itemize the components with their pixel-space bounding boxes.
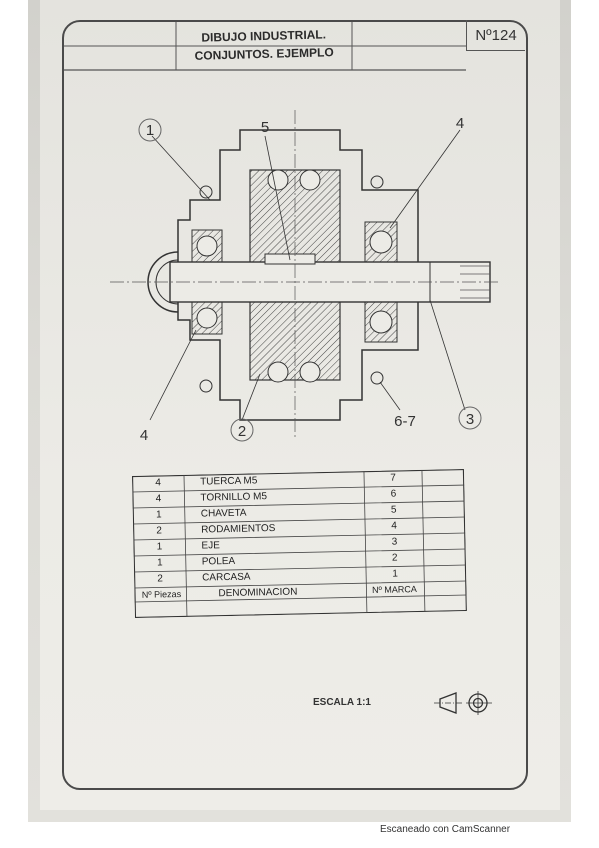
parts-table: 4 TUERCA M5 7 4 TORNILLO M5 6 1 CHAVETA …: [132, 469, 467, 618]
callout-3: 3: [466, 411, 474, 428]
mark-cell: 5: [390, 504, 397, 516]
name-cell: TORNILLO M5: [200, 491, 268, 504]
name-cell: TUERCA M5: [200, 475, 258, 488]
mark-cell: 7: [390, 472, 396, 484]
name-cell: POLEA: [201, 555, 236, 568]
name-cell: CARCASA: [202, 571, 251, 584]
callout-2: 2: [238, 423, 246, 440]
sheet-number: Nº124: [466, 20, 525, 51]
qty-cell: 2: [157, 573, 164, 585]
qty-cell: 1: [156, 557, 163, 569]
callout-1: 1: [146, 122, 154, 139]
scale-label: ESCALA 1:1: [313, 697, 371, 708]
qty-cell: 1: [155, 509, 162, 521]
mark-cell: 4: [391, 520, 398, 532]
assembly-drawing: 1 5 4 4 2 6-7 3: [110, 110, 500, 444]
screws: [199, 175, 384, 393]
qty-cell: 4: [155, 493, 162, 505]
mark-cell: 1: [392, 568, 399, 580]
scanner-footer: Escaneado con CamScanner: [380, 824, 511, 835]
bearings: [191, 221, 398, 343]
parts-table-grid: [132, 469, 467, 618]
paper-sheet: [40, 0, 560, 810]
name-cell: CHAVETA: [200, 507, 247, 520]
qty-cell: 2: [156, 525, 163, 537]
callout-4-right: 4: [456, 115, 464, 132]
name-cell: EJE: [201, 540, 220, 552]
callout-5: 5: [261, 119, 269, 136]
callout-6-7: 6-7: [394, 413, 416, 430]
header-qty: Nº Piezas: [141, 588, 182, 600]
qty-cell: 1: [156, 541, 163, 553]
mark-cell: 6: [390, 488, 397, 500]
header-mark: Nº MARCA: [371, 584, 417, 595]
projection-symbol-icon: [434, 691, 492, 715]
callout-4-left: 4: [140, 427, 148, 444]
drawing-frame: [62, 20, 528, 790]
name-cell: RODAMIENTOS: [201, 523, 276, 536]
qty-cell: 4: [155, 477, 162, 489]
housing-outline: [177, 129, 419, 421]
mark-cell: 2: [391, 552, 398, 564]
mark-cell: 3: [391, 536, 398, 548]
left-cap: [147, 251, 179, 313]
